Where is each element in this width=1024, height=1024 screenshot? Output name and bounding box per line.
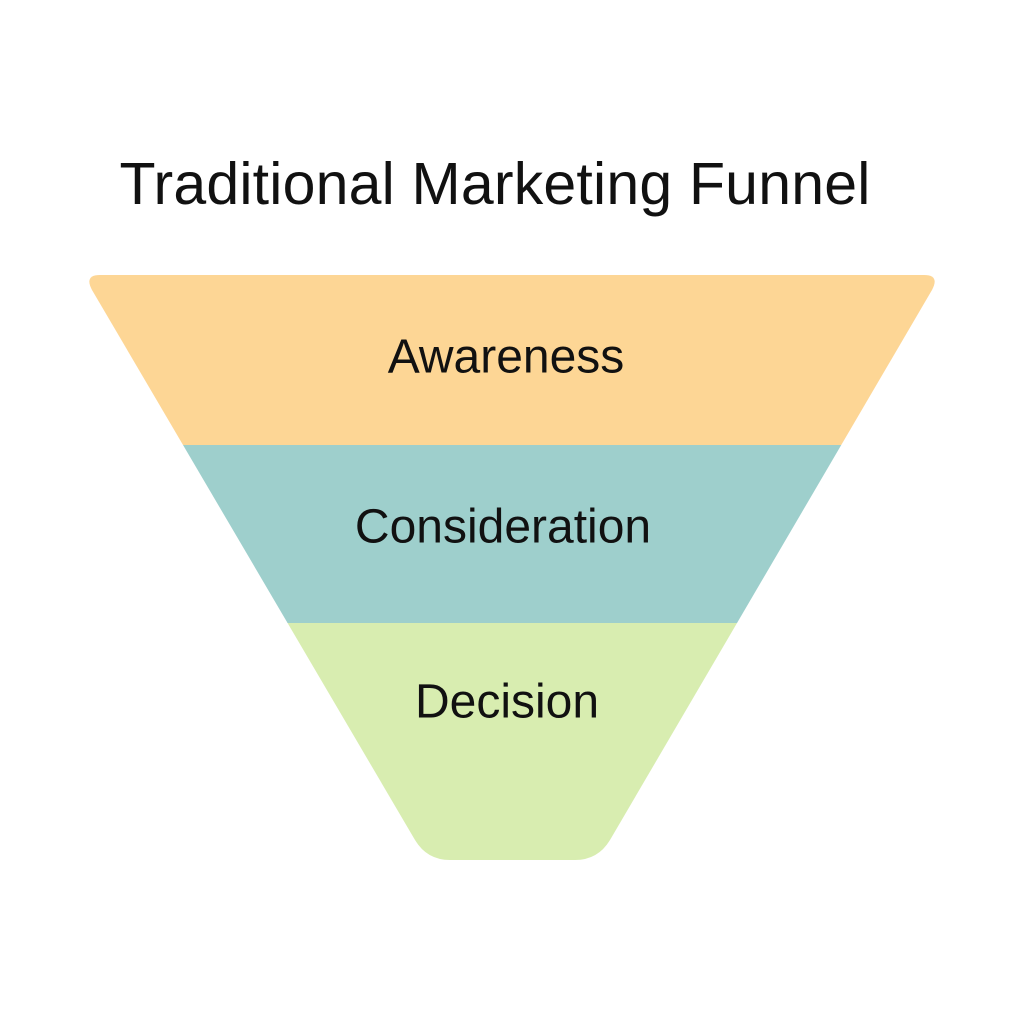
- stage-label-decision: Decision: [415, 676, 599, 729]
- funnel-stage-decision: [89, 623, 935, 860]
- funnel-stage-awareness: [89, 275, 935, 445]
- stage-label-consideration: Consideration: [355, 501, 651, 554]
- stage-label-awareness: Awareness: [388, 331, 625, 384]
- diagram-title: Traditional Marketing Funnel: [119, 151, 871, 217]
